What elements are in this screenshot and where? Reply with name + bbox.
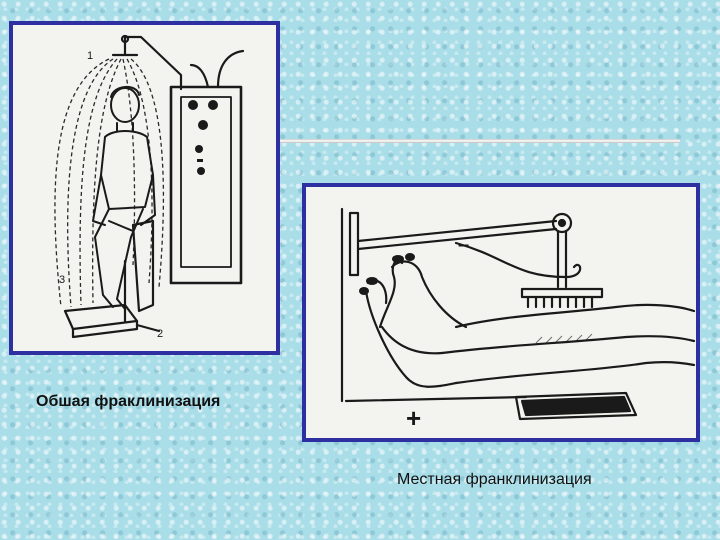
label-one: 1	[87, 50, 93, 62]
caption-general-franklinization: Обшая фраклинизация	[36, 393, 221, 410]
caption-local-franklinization: Местная франклинизация	[397, 471, 592, 488]
local-franklinization-drawing: – +	[340, 207, 696, 433]
label-two: 2	[157, 328, 163, 340]
decorative-divider-line	[280, 139, 680, 143]
illustration-local-franklinization: – +	[302, 183, 700, 442]
label-three: 3	[59, 274, 65, 286]
label-minus: –	[458, 234, 469, 256]
label-plus: +	[406, 403, 421, 433]
illustration-general-franklinization: 1 3 2 –	[9, 21, 280, 355]
general-franklinization-drawing: 1 3 2 –	[54, 34, 245, 340]
